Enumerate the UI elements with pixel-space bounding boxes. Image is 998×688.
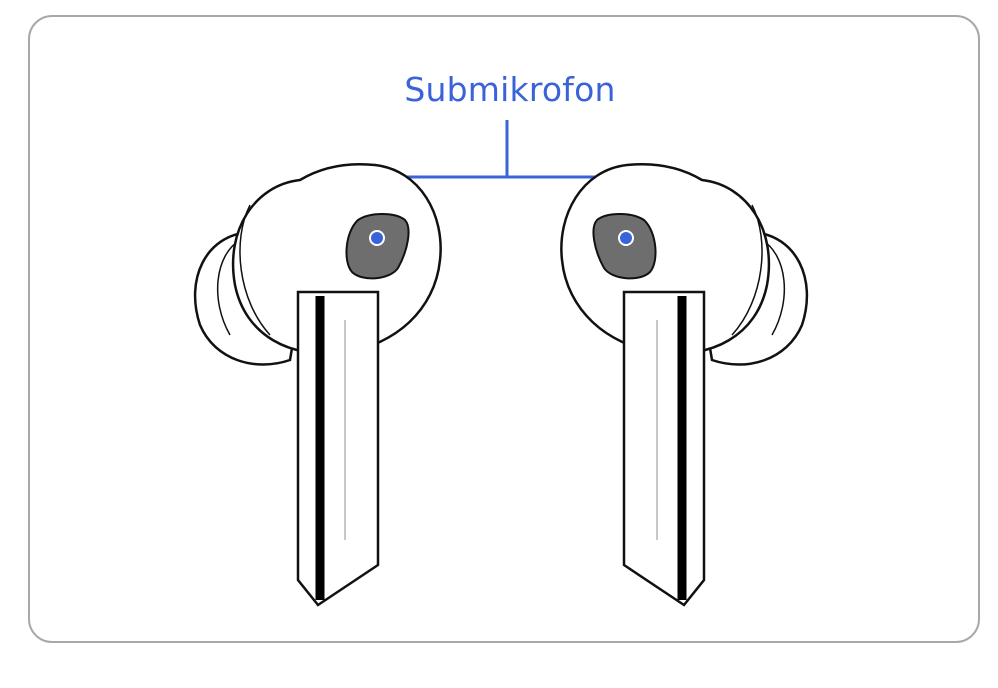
right-mic-marker — [618, 230, 634, 246]
left-mic-marker — [369, 230, 385, 246]
left-earbud-body — [231, 163, 442, 355]
sub-microphone-label: Submikrofon — [404, 70, 616, 109]
right-earbud-icon — [560, 163, 809, 607]
right-mic-grill — [592, 213, 657, 280]
microphone-marker-icon — [369, 230, 634, 246]
right-earbud-body — [560, 163, 771, 355]
diagram-frame — [28, 15, 980, 643]
right-earbud-stem — [622, 290, 706, 607]
left-mic-grill — [345, 213, 410, 280]
left-earbud-icon — [193, 163, 442, 607]
left-earbud-stem — [296, 290, 380, 607]
